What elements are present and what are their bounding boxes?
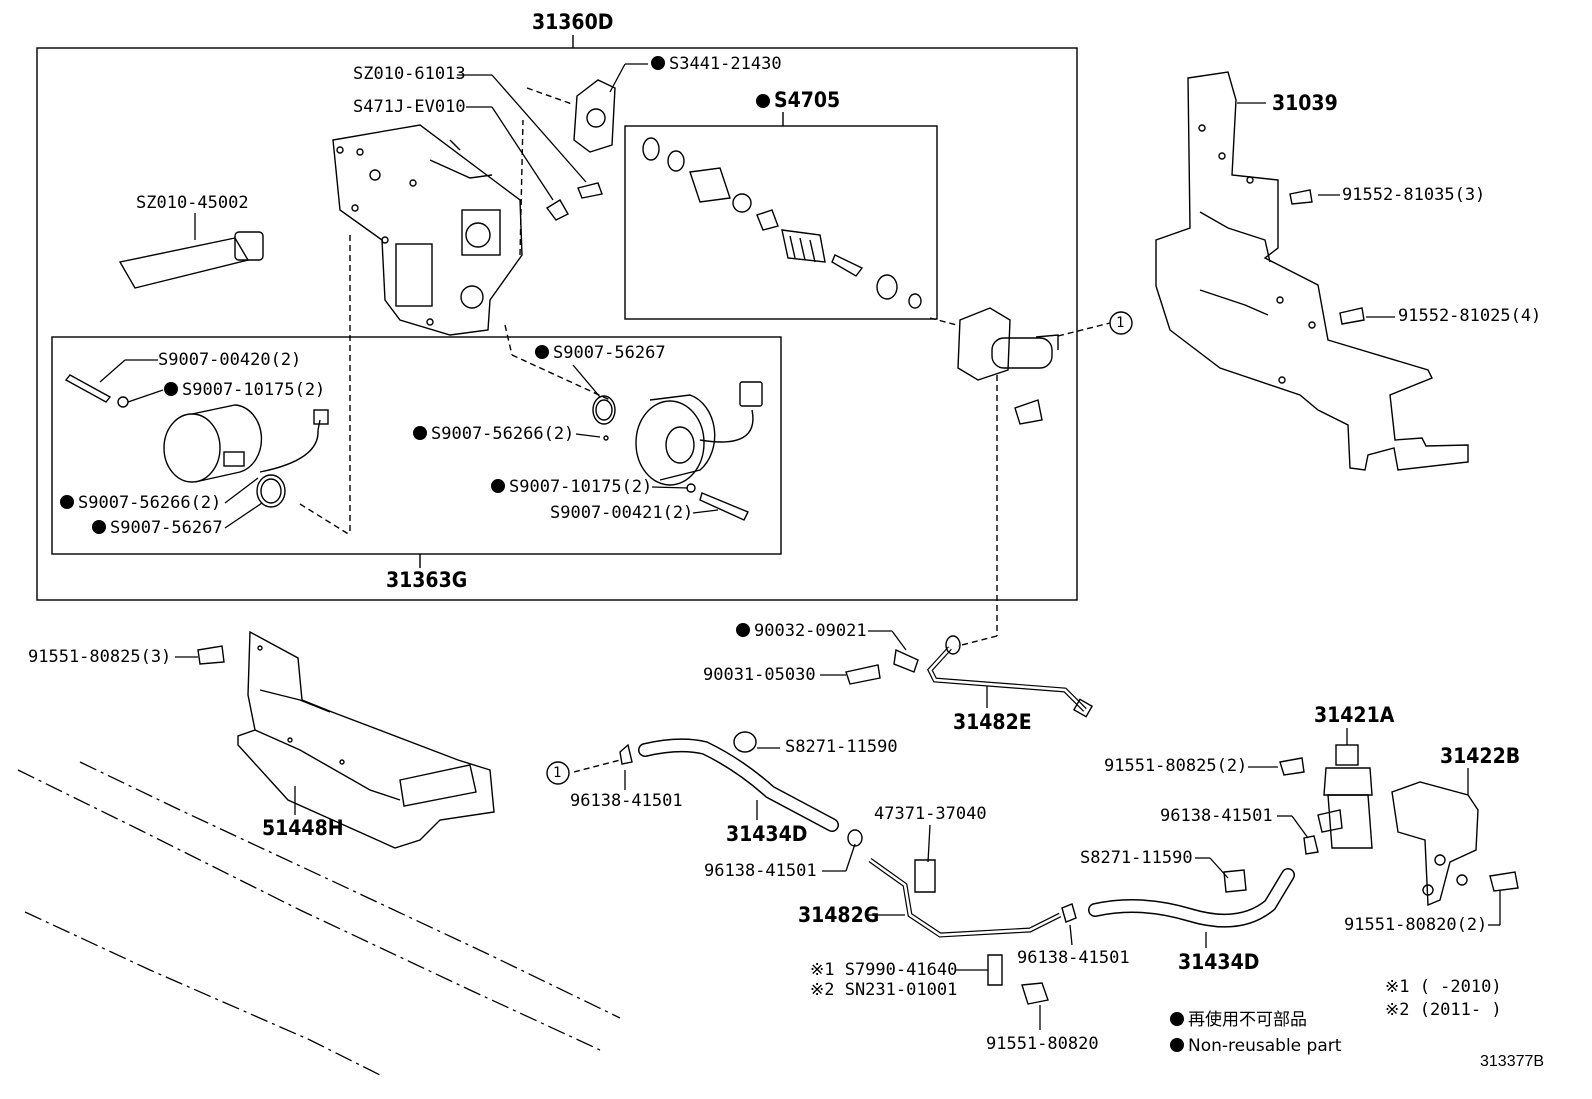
label-31482E: 31482E	[953, 710, 1032, 734]
pipe-31482G	[868, 857, 1062, 938]
label-51448H: 51448H	[262, 816, 344, 840]
ref-marker-1	[1109, 311, 1133, 335]
note-2: ※2 (2011- )	[1385, 1000, 1502, 1020]
label-31039: 31039	[1272, 91, 1338, 115]
part-label: SZ010-61013	[353, 64, 466, 84]
box-31360D	[36, 47, 1078, 601]
diagram-code: 313377B	[1480, 1053, 1545, 1070]
part-label: S8271-11590	[1080, 848, 1193, 868]
label-31360D: 31360D	[532, 10, 614, 34]
box-S4705	[624, 125, 938, 320]
box-31363G	[51, 336, 782, 555]
part-label: S9007-00420(2)	[158, 350, 302, 370]
ref-marker-text: 1	[553, 765, 562, 781]
part-label-non-reusable: S9007-56267	[535, 343, 666, 363]
part-label: 91551-80820(2)	[1344, 915, 1488, 935]
part-label-non-reusable: S9007-56266(2)	[413, 424, 574, 444]
part-label: 96138-41501	[704, 861, 817, 881]
solenoid-left	[64, 374, 329, 508]
part-label: 47371-37040	[874, 804, 987, 824]
part-label: 96138-41501	[1017, 948, 1130, 968]
part-label: ※2 SN231-01001	[810, 980, 958, 1000]
part-label: S8271-11590	[785, 737, 898, 757]
part-label: S471J-EV010	[353, 97, 466, 117]
part-label: 96138-41501	[1160, 806, 1273, 826]
label-S4705: S4705	[756, 88, 840, 112]
part-label-non-reusable: 90032-09021	[736, 621, 867, 641]
pipe-31482E	[926, 646, 1087, 712]
valve-body	[332, 124, 523, 336]
part-label: SZ010-45002	[136, 193, 249, 213]
part-label: 91551-80820	[986, 1034, 1099, 1054]
part-label-non-reusable: S9007-56267	[92, 518, 223, 538]
part-label-non-reusable: S9007-10175(2)	[164, 380, 325, 400]
part-label-non-reusable: S3441-21430	[651, 54, 782, 74]
part-label-non-reusable: S9007-10175(2)	[491, 477, 652, 497]
bracket-31039	[1155, 71, 1469, 471]
bracket-51448H	[197, 630, 495, 849]
label-31434D-left: 31434D	[726, 822, 808, 846]
part-label: S9007-00421(2)	[550, 503, 694, 523]
legend-en: Non-reusable part	[1170, 1036, 1341, 1056]
part-label-non-reusable: S9007-56266(2)	[60, 493, 221, 513]
label-31434D-right: 31434D	[1178, 950, 1260, 974]
bracket-31422B	[1391, 781, 1519, 907]
part-label: ※1 S7990-41640	[810, 960, 958, 980]
part-label: 91551-80825(3)	[28, 647, 172, 667]
ref-marker-text: 1	[1116, 315, 1125, 331]
part-label: 96138-41501	[570, 791, 683, 811]
part-label: 91552-81035(3)	[1342, 185, 1486, 205]
legend-jp: 再使用不可部品	[1170, 1010, 1307, 1030]
note-1: ※1 ( -2010)	[1385, 977, 1502, 997]
part-label: 90031-05030	[703, 665, 816, 685]
valve-31421A	[1279, 744, 1373, 849]
solenoid-right	[592, 381, 763, 521]
valve-kit-parts	[642, 137, 922, 309]
part-label: 91552-81025(4)	[1398, 306, 1542, 326]
ref-marker-1b	[546, 761, 570, 785]
label-31482G: 31482G	[798, 903, 880, 927]
non-reusable-mark-icon	[756, 88, 774, 112]
label-31422B: 31422B	[1440, 744, 1521, 768]
label-31363G: 31363G	[386, 568, 468, 592]
part-label: 91551-80825(2)	[1104, 756, 1248, 776]
label-31421A: 31421A	[1314, 703, 1395, 727]
label-S4705-text: S4705	[774, 88, 841, 112]
